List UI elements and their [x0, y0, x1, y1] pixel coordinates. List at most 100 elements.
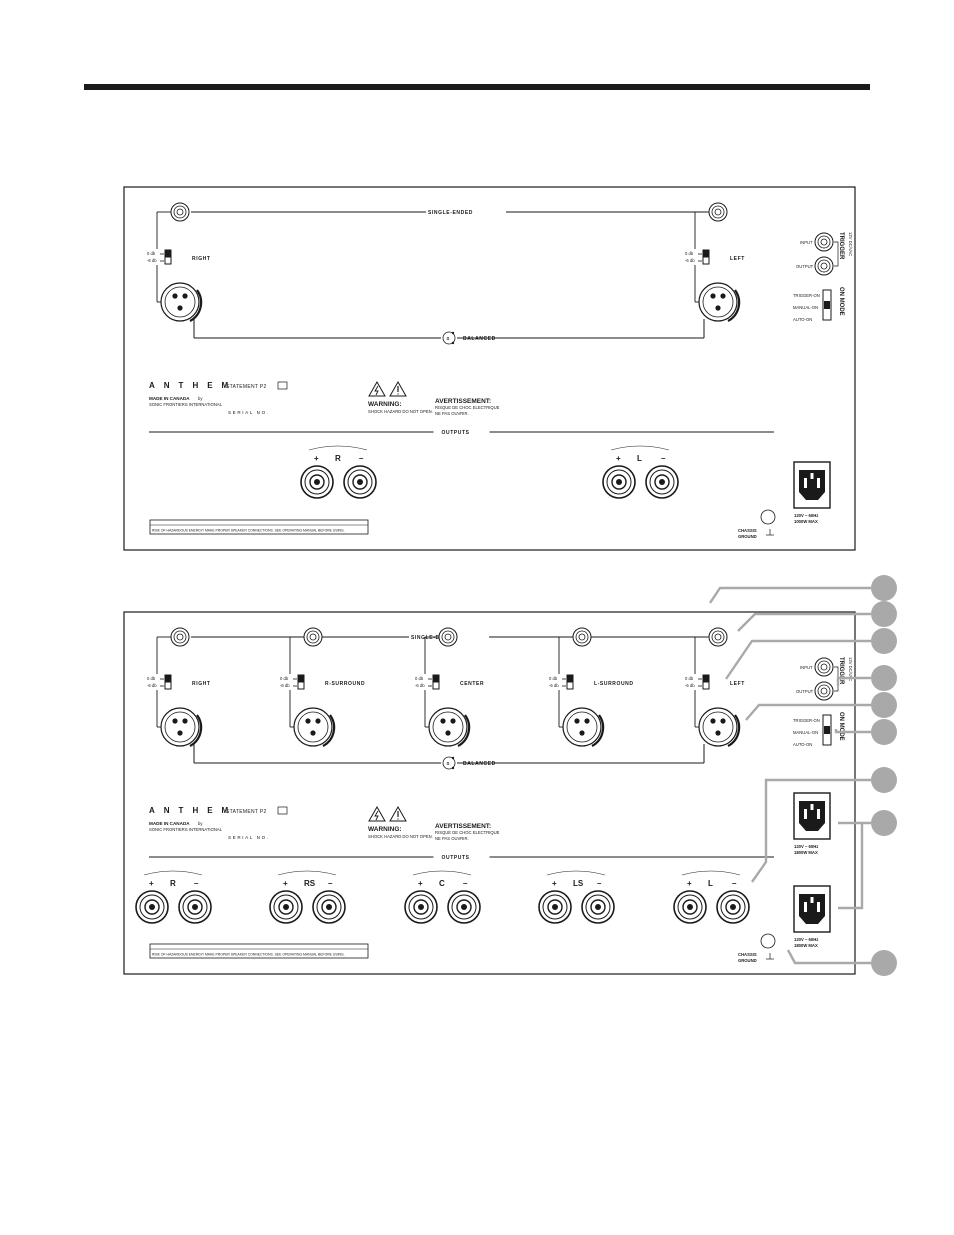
avertissement-title: AVERTISSEMENT:: [435, 823, 491, 830]
binding-post-negative-ring: [649, 469, 675, 495]
rca-jack-pin: [578, 633, 586, 641]
speaker-warning-text: RISK OF HAZARDOUS ENERGY! MAKE PROPER SP…: [152, 529, 345, 533]
ac-power-inlet-pin: [817, 902, 820, 912]
trigger-sub-label: 12V DC/VAC: [848, 232, 853, 256]
trigger-output-jack-ring: [817, 259, 831, 273]
on-mode-option: TRIGGER-ON: [793, 718, 820, 723]
xlr-input-pin2: [182, 293, 188, 299]
negative-sign: –: [328, 879, 333, 888]
xlr-input-inner: [702, 711, 734, 743]
output-group-label: R: [335, 454, 341, 463]
binding-post-positive-ring: [273, 894, 299, 920]
balanced-label: BALANCED: [463, 336, 496, 342]
callout-bubble: [871, 692, 897, 718]
xlr-input-pin1: [440, 718, 446, 724]
trigger-input-label: INPUT: [800, 240, 813, 245]
positive-sign: +: [687, 879, 692, 888]
xlr-input-latch: [457, 714, 471, 747]
callout-leader: [836, 676, 871, 686]
positive-sign: +: [418, 879, 423, 888]
ground-label: GROUND: [738, 958, 757, 963]
serial-number-label: SERIAL NO.: [228, 835, 270, 840]
binding-post-positive-hole: [616, 479, 622, 485]
binding-post-positive-ring: [606, 469, 632, 495]
xlr-input-inner: [432, 711, 464, 743]
binding-post-positive-hole: [149, 904, 155, 910]
binding-post-positive-collar: [611, 474, 627, 490]
header-rule: [84, 84, 870, 90]
gain-switch-knob: [165, 675, 171, 683]
rca-jack-ring: [575, 630, 589, 644]
positive-sign: +: [149, 879, 154, 888]
xlr-input-latch: [189, 714, 203, 747]
binding-post-negative-collar: [725, 899, 741, 915]
callout-bubble: [871, 950, 897, 976]
xlr-input-pin3: [177, 730, 183, 736]
gain-switch-knob: [703, 250, 709, 258]
power-spec: 120V ~ 60Hz: [794, 513, 818, 518]
trigger-output-label: OUTPUT: [796, 264, 814, 269]
binding-post-negative-collar: [187, 899, 203, 915]
ac-power-inlet-pin: [804, 478, 807, 488]
positive-sign: +: [552, 879, 557, 888]
channel-label: RIGHT: [192, 256, 211, 262]
trigger-output-jack-ring: [817, 684, 831, 698]
gain-minus6db-label: -6 db: [280, 683, 290, 688]
binding-post-negative-collar: [321, 899, 337, 915]
ac-power-inlet-pin: [817, 478, 820, 488]
avertissement-text: RISQUE DE CHOC ELECTRIQUE: [435, 405, 500, 410]
brand-logo: ANTHEM: [149, 381, 237, 390]
positive-sign: +: [314, 454, 319, 463]
callout-bubble: [871, 601, 897, 627]
binding-post-positive-collar: [682, 899, 698, 915]
trigger-bracket: [834, 241, 839, 267]
xlr-input-pin1: [710, 718, 716, 724]
company-name: SONIC FRONTIERS INTERNATIONAL: [149, 827, 223, 832]
binding-post-positive-hole: [283, 904, 289, 910]
binding-post-positive-collar: [144, 899, 160, 915]
xlr-input-latch: [322, 714, 336, 747]
xlr-input-pin2: [315, 718, 321, 724]
trigger-output-jack-pin: [820, 262, 828, 270]
binding-post-positive-collar: [413, 899, 429, 915]
callout-bubble: [871, 575, 897, 601]
binding-post-positive-collar: [309, 474, 325, 490]
on-mode-option: AUTO-ON: [793, 317, 812, 322]
statement-logo: STATEMENT P2: [226, 809, 267, 815]
trigger-output-label: OUTPUT: [796, 689, 814, 694]
xlr-input: [293, 707, 333, 747]
trigger-label: TRIGGER: [838, 657, 844, 685]
rca-jack-ring: [711, 205, 725, 219]
gain-0db-label: 0 db: [685, 676, 694, 681]
on-mode-option: MANUAL-ON: [793, 305, 818, 310]
on-mode-option: TRIGGER-ON: [793, 293, 820, 298]
speaker-warning-text: RISK OF HAZARDOUS ENERGY! MAKE PROPER SP…: [152, 953, 345, 957]
gain-0db-label: 0 db: [147, 251, 156, 256]
output-group-arc: [308, 445, 368, 451]
xlr-input-latch: [727, 714, 741, 747]
ac-power-inlet-socket: [799, 801, 825, 831]
speaker-warning-box: [149, 943, 369, 959]
power-spec: 120V ~ 60Hz: [794, 937, 818, 942]
gain-switch-knob: [298, 675, 304, 683]
channel-label: RIGHT: [192, 681, 211, 687]
avertissement-text-2: NE PAS OUVRIR.: [435, 836, 469, 841]
balanced-ground-badge-dot: [451, 766, 455, 770]
binding-post-negative-hole: [357, 479, 363, 485]
gain-switch-knob: [433, 675, 439, 683]
ac-power-inlet-socket: [799, 470, 825, 500]
channel-label: CENTER: [460, 681, 484, 687]
trigger-input-label: INPUT: [800, 665, 813, 670]
ac-power-inlet-pin: [817, 809, 820, 819]
output-group-arc: [610, 445, 670, 451]
gain-minus6db-label: -6 db: [415, 683, 425, 688]
binding-post-positive-ring: [304, 469, 330, 495]
xlr-input-pin3: [310, 730, 316, 736]
output-group-label: R: [170, 879, 176, 888]
chassis-ground-terminal: [760, 509, 776, 525]
callout-leader: [709, 586, 871, 604]
output-group-arc: [681, 870, 741, 876]
five-channel-panel-frame: [123, 611, 856, 975]
output-group-label: C: [439, 879, 445, 888]
trigger-input-jack-ring: [817, 660, 831, 674]
